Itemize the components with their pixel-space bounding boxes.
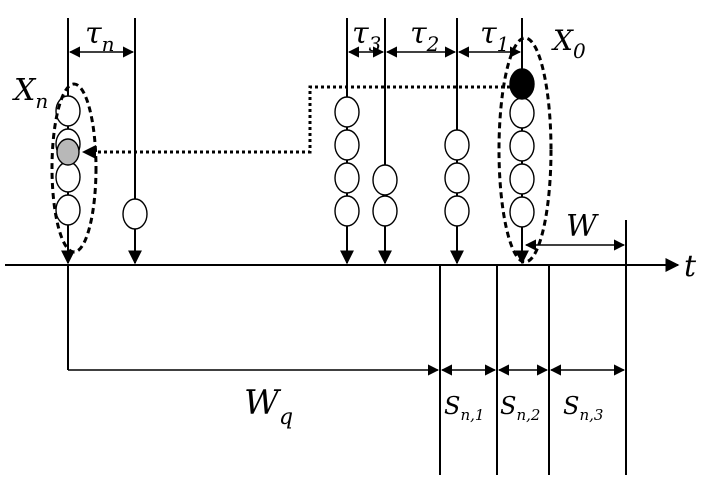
customer-stack-4 — [334, 96, 360, 227]
s-n1-label: Sn,1 — [444, 392, 484, 424]
customer-stack-2 — [444, 129, 470, 227]
group-x-0-outline — [497, 36, 553, 264]
transfer-arrow-head — [82, 145, 96, 159]
s-n3-label: Sn,3 — [563, 392, 603, 424]
group-x-n-outline — [50, 82, 98, 254]
tagged-customer-marker — [509, 68, 535, 100]
w-label: W — [566, 209, 599, 244]
wq-label: Wq — [244, 383, 293, 430]
customer-stack-3 — [372, 164, 398, 227]
customer-stack-n — [55, 95, 81, 226]
transfer-path — [95, 85, 510, 154]
tau-3-label: τ3 — [352, 16, 381, 56]
customer-stack-1 — [509, 68, 535, 228]
target-customer-marker — [56, 138, 80, 166]
x-n-label: Xn — [12, 73, 48, 113]
s-n2-label: Sn,2 — [500, 392, 540, 424]
tau-1-label: τ1 — [480, 16, 509, 56]
x-0-label: X0 — [551, 24, 586, 63]
time-axis-label: t — [684, 249, 697, 284]
customer-n-minus-1 — [122, 198, 148, 230]
tau-2-label: τ2 — [410, 16, 439, 56]
tau-n-label: τn — [85, 16, 115, 56]
